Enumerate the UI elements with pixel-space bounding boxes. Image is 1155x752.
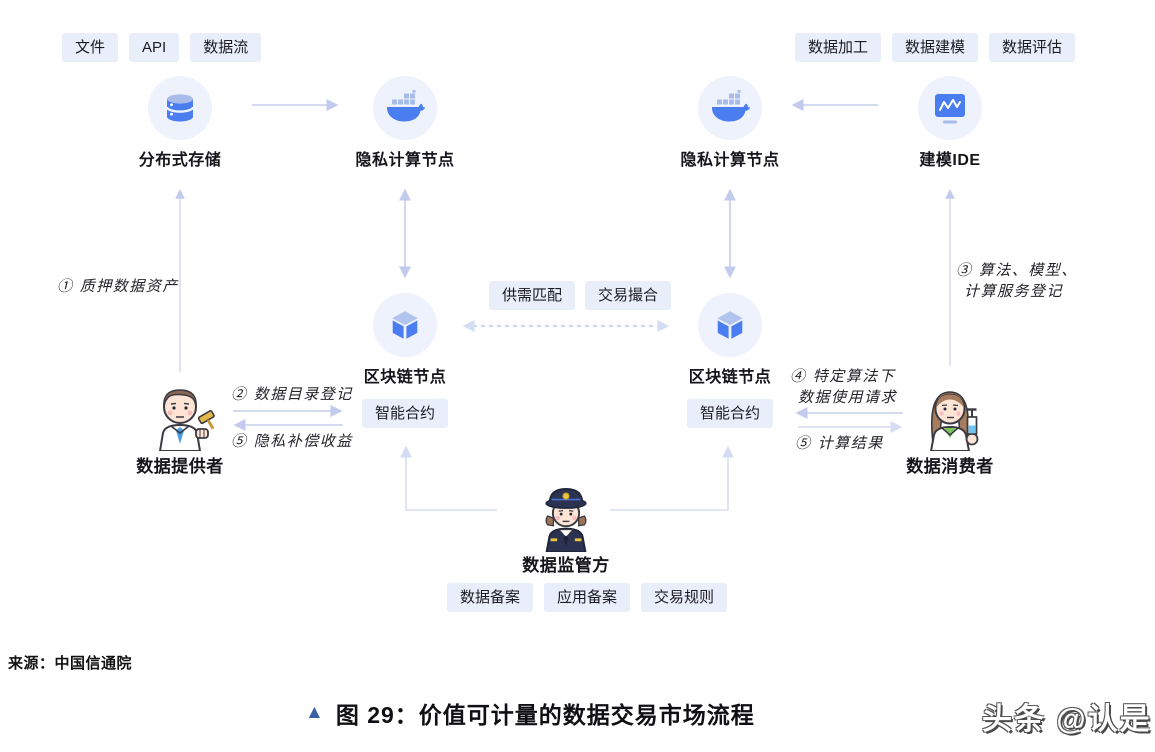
watermark-text: 头条 @认是: [982, 703, 1152, 736]
tag-data-processing: 数据加工: [794, 33, 881, 62]
tag-supply-demand-match: 供需匹配: [489, 281, 576, 310]
node-privacy-compute-left: [373, 76, 437, 140]
cube-icon: [392, 311, 418, 339]
node-modeling-ide: [918, 76, 982, 140]
source-text: 来源：中国信通院: [8, 655, 133, 672]
database-icon: [165, 94, 195, 122]
tag-api: API: [129, 33, 180, 62]
docker-whale-icon: [387, 90, 425, 122]
label-data-consumer: 数据消费者: [906, 457, 994, 476]
label-data-regulator: 数据监管方: [522, 556, 610, 575]
tag-data-modeling: 数据建模: [891, 33, 978, 62]
tag-smart-contract-right: 智能合约: [686, 399, 774, 428]
label-distributed-storage: 分布式存储: [138, 152, 222, 169]
data-regulator-icon: [545, 488, 587, 553]
tag-data-filing: 数据备案: [447, 583, 534, 612]
label-data-provider: 数据提供者: [136, 457, 224, 476]
node-blockchain-right: [698, 293, 762, 357]
tag-datastream: 数据流: [190, 33, 262, 62]
annotation-data-catalog-registration: ② 数据目录登记: [231, 385, 353, 403]
tag-file: 文件: [62, 33, 119, 62]
annotation-line: ④ 特定算法下: [790, 367, 896, 385]
annotation-line: 计算服务登记: [964, 282, 1064, 300]
label-modeling-ide: 建模IDE: [919, 152, 981, 169]
avatar-data-regulator: [520, 482, 612, 557]
label-privacy-compute-right: 隐私计算节点: [680, 152, 780, 169]
node-distributed-storage: [148, 76, 212, 140]
cube-icon: [717, 311, 743, 339]
node-blockchain-left: [373, 293, 437, 357]
regulator-tags: 数据备案 应用备案 交易规则: [447, 583, 728, 612]
arrow-regulator-right: [610, 445, 734, 511]
figure-caption: ▲ 图 29：价值可计量的数据交易市场流程: [305, 696, 755, 730]
annotation-data-use-request: ④ 特定算法下 数据使用请求: [790, 366, 897, 408]
annotation-compute-result: ⑤ 计算结果: [795, 434, 884, 452]
avatar-data-consumer: [904, 381, 996, 456]
label-blockchain-right: 区块链节点: [688, 369, 772, 386]
tag-data-evaluation: 数据评估: [988, 33, 1075, 62]
tag-trade-matchmaking: 交易撮合: [585, 281, 672, 310]
tag-trading-rules: 交易规则: [641, 583, 728, 612]
node-privacy-compute-right: [698, 76, 762, 140]
source-capability-tags: 文件 API 数据流: [62, 33, 262, 62]
monitor-chart-icon: [935, 93, 965, 123]
tag-application-filing: 应用备案: [544, 583, 631, 612]
annotation-algorithm-model-registration: ③ 算法、模型、 计算服务登记: [956, 260, 1078, 302]
matching-tags: 供需匹配 交易撮合: [489, 281, 672, 310]
annotation-line: ③ 算法、模型、: [956, 261, 1078, 279]
modeling-capability-tags: 数据加工 数据建模 数据评估: [794, 33, 1075, 62]
label-blockchain-left: 区块链节点: [363, 369, 447, 386]
arrow-regulator-left: [400, 445, 497, 511]
data-provider-icon: [158, 389, 215, 452]
docker-whale-icon: [712, 90, 750, 122]
tag-smart-contract-left: 智能合约: [361, 399, 449, 428]
caption-text: 图 29：价值可计量的数据交易市场流程: [335, 702, 755, 728]
caption-triangle-icon: ▲: [305, 702, 324, 723]
annotation-privacy-compensation-income: ⑤ 隐私补偿收益: [231, 432, 353, 450]
data-consumer-icon: [929, 391, 979, 452]
annotation-line: 数据使用请求: [798, 388, 898, 406]
label-privacy-compute-left: 隐私计算节点: [355, 152, 455, 169]
avatar-data-provider: [134, 381, 226, 456]
annotation-pledge-data-asset: ① 质押数据资产: [57, 277, 179, 295]
